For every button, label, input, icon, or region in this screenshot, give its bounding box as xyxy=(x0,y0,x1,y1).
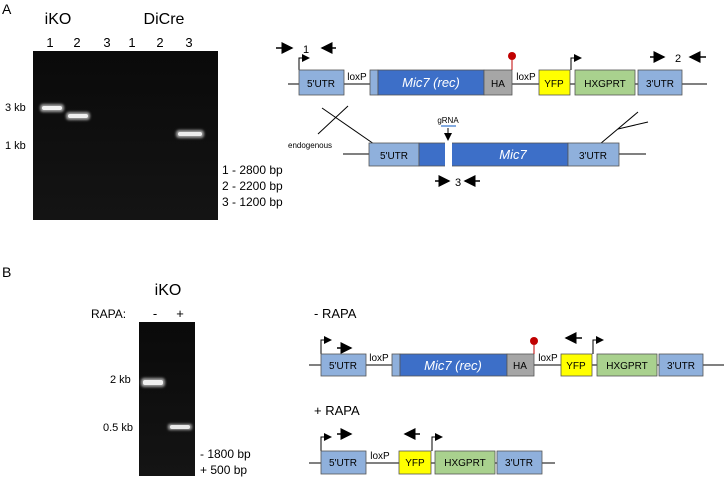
band-size-legend: 2 - 2200 bp xyxy=(222,179,283,193)
hxgprt-label: HXGPRT xyxy=(444,458,486,469)
mic7-box xyxy=(418,142,569,167)
loxp-label: loxP xyxy=(516,72,536,83)
ha-box xyxy=(506,353,535,377)
stop-codon-icon xyxy=(508,52,516,60)
yfp-box xyxy=(560,353,593,377)
gel-band xyxy=(68,114,88,118)
mic7-label: Mic7 xyxy=(499,147,527,162)
lane-label: 3 xyxy=(185,35,192,50)
loxp-label: loxP xyxy=(370,451,390,462)
lane-label: 2 xyxy=(156,35,163,50)
endogenous-label: endogenous xyxy=(288,141,332,150)
hxgprt-box xyxy=(596,353,658,377)
stop-codon-icon xyxy=(530,337,538,345)
gel-band xyxy=(170,425,190,429)
utr3-box xyxy=(496,450,543,475)
mic7rec-label: Mic7 (rec) xyxy=(402,75,460,90)
minus-rapa-diagram: - RAPA 5'UTR loxP Mic7 (rec) HA loxP YFP… xyxy=(309,306,724,377)
yfp-box xyxy=(398,450,432,475)
marker-label: 2 kb xyxy=(110,374,131,386)
utr5-label: 5'UTR xyxy=(380,151,408,162)
band-size-legend: 1 - 2800 bp xyxy=(222,163,283,177)
panel-b-label: B xyxy=(2,264,11,280)
promoter-arrow-icon xyxy=(592,336,604,354)
group-label-iko: iKO xyxy=(45,11,72,28)
hxgprt-label: HXGPRT xyxy=(584,79,626,90)
yfp-box xyxy=(538,69,571,96)
gel-b-title: iKO xyxy=(155,282,182,299)
promoter-arrow-icon xyxy=(320,433,332,451)
gel-band xyxy=(178,132,202,136)
utr3-label: 3'UTR xyxy=(667,361,695,372)
panel-a-label: A xyxy=(2,1,12,17)
gel-band xyxy=(42,106,62,110)
utr5-label: 5'UTR xyxy=(307,79,335,90)
gel-image-b xyxy=(139,322,195,476)
lane-label: 1 xyxy=(46,35,53,50)
promoter-arrow-icon xyxy=(431,433,443,451)
gel-band xyxy=(143,380,163,385)
loxp-label: loxP xyxy=(347,72,367,83)
ha-box xyxy=(483,69,513,96)
marker-label: 3 kb xyxy=(5,102,26,114)
promoter-arrow-icon xyxy=(320,336,332,354)
mic7rec-box xyxy=(377,69,485,96)
plus-rapa-label: + RAPA xyxy=(314,403,360,418)
utr3-label: 3'UTR xyxy=(505,458,533,469)
utr-fragment xyxy=(369,69,379,96)
hxgprt-box xyxy=(434,450,496,475)
utr5-box xyxy=(298,69,345,96)
utr3-box xyxy=(567,142,620,167)
yfp-label: YFP xyxy=(405,458,425,469)
loxp-label: loxP xyxy=(369,353,389,364)
minus-rapa-label: - RAPA xyxy=(314,306,357,321)
group-label-dicre: DiCre xyxy=(144,11,185,28)
lane-label: 2 xyxy=(73,35,80,50)
grna-label: gRNA xyxy=(437,116,459,125)
loxp-label: loxP xyxy=(538,353,558,364)
lane-label: 3 xyxy=(103,35,110,50)
yfp-label: YFP xyxy=(544,79,564,90)
gel-bands-b xyxy=(141,378,192,430)
promoter-arrow-icon xyxy=(298,54,310,70)
primer-label: 2 xyxy=(675,53,681,65)
ha-label: HA xyxy=(491,79,505,90)
utr5-label: 5'UTR xyxy=(329,458,357,469)
plus-rapa-diagram: + RAPA 5'UTR loxP YFP HXGPRT 3'UTR xyxy=(309,403,555,475)
yfp-label: YFP xyxy=(566,361,586,372)
promoter-arrow-icon xyxy=(570,54,582,70)
rapa-label: RAPA: xyxy=(91,307,126,321)
lane-label-plus: + xyxy=(176,306,184,321)
ha-label: HA xyxy=(513,361,527,372)
endogenous-locus: endogenous 5'UTR Mic7 3'UTR gRNA 3 xyxy=(288,116,646,189)
band-size-legend: + 500 bp xyxy=(200,463,247,477)
lane-label: 1 xyxy=(128,35,135,50)
utr-fragment xyxy=(391,353,401,377)
utr3-label: 3'UTR xyxy=(579,151,607,162)
lane-label-minus: - xyxy=(153,306,157,321)
utr3-box xyxy=(637,69,683,96)
construct-diagram-a: 1 2 5'UTR loxP Mic7 (rec) HA loxP YFP HX… xyxy=(276,42,707,145)
utr5-label: 5'UTR xyxy=(329,361,357,372)
marker-label: 1 kb xyxy=(5,140,26,152)
gel-bands-a xyxy=(40,104,204,138)
mic7rec-label: Mic7 (rec) xyxy=(424,358,482,373)
utr3-box xyxy=(658,353,704,377)
utr5-box xyxy=(320,353,367,377)
hxgprt-box xyxy=(574,69,636,96)
band-size-legend: - 1800 bp xyxy=(200,447,251,461)
utr3-label: 3'UTR xyxy=(646,79,674,90)
band-size-legend: 3 - 1200 bp xyxy=(222,195,283,209)
grna-cut-site xyxy=(445,142,452,167)
primer-label: 1 xyxy=(303,44,309,56)
marker-label: 0.5 kb xyxy=(103,422,133,434)
hxgprt-label: HXGPRT xyxy=(606,361,648,372)
primer-label: 3 xyxy=(455,177,461,189)
utr5-box xyxy=(320,450,367,475)
